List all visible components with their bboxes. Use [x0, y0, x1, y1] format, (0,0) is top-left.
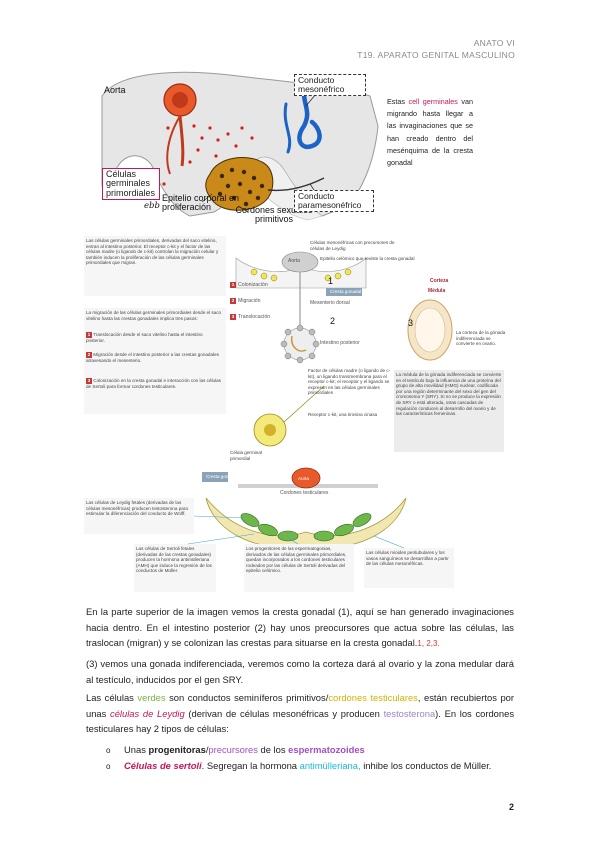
step-2-text: 2 Migración desde el intestino posterior… — [86, 352, 219, 363]
sertoli-caption: Las células de Sertoli fetales (derivada… — [136, 546, 212, 574]
side-note: Estas cell germinales van migrando hasta… — [387, 96, 473, 169]
topic-title: T19. APARATO GENITAL MASCULINO — [357, 50, 515, 60]
migration-diagram: Las células germinales primordiales, der… — [84, 236, 514, 594]
mesonephric-cells-caption: Células mesonéfricas con precursores de … — [310, 240, 395, 251]
hindgut-label: Intestino posterior — [320, 340, 360, 346]
coelomic-epithelium-caption: Epitelio celómico que reviste la cresta … — [320, 256, 415, 261]
testis-cords-label: Cordones testiculares — [280, 490, 329, 496]
germ-cells-label: Células germinales primordiales — [102, 168, 160, 201]
embryo-figure: Aorta Conducto mesonéfrico Células germi… — [98, 66, 380, 228]
step-1-text: 1 Translocación desde el saco vitelino h… — [86, 332, 203, 343]
paragraph-3: Las células verdes son conductos seminíf… — [86, 692, 515, 734]
epithelium-label: Epitelio corporal en proliferación — [162, 193, 240, 213]
sex-cords-label: Cordones sexuales primitivos — [235, 205, 313, 225]
paragraph-2: (3) vemos una gonada indiferenciada, ver… — [86, 658, 514, 685]
side-note-highlight: cell germinales — [408, 97, 458, 106]
cortex-note: La corteza de la gónada indiferenciada s… — [456, 330, 506, 347]
leydig-caption: Las células de Leydig fetales (derivadas… — [86, 500, 188, 517]
marker-1: 1 — [328, 276, 334, 286]
germ-cell-caption: Célula germinal primordial — [230, 450, 262, 461]
paramesonephric-duct-label: Conducto paramesonéfrico — [294, 190, 374, 212]
steps-intro: La migración de las células germinales p… — [86, 310, 222, 321]
aorta-label-2: Aorta — [298, 476, 309, 481]
mesonephric-duct-label: Conducto mesonéfrico — [294, 74, 366, 96]
side-note-pre: Estas — [387, 97, 409, 106]
paragraph-1: En la parte superior de la imagen vemos … — [86, 606, 514, 648]
myoid-caption: Las células mioides peritubulares y los … — [366, 550, 449, 567]
page-number: 2 — [509, 802, 515, 812]
course-label: ANATO VI — [473, 38, 515, 48]
intro-text: Las células germinales primordiales, der… — [86, 238, 219, 266]
marker-2: 2 — [330, 316, 336, 326]
marker-3: 3 — [408, 318, 414, 328]
embryo-drawing — [101, 71, 379, 221]
figure-refs: 1, 2,3. — [417, 639, 440, 648]
side-note-post: van migrando hasta llegar a las invagina… — [387, 97, 473, 168]
aorta-label: Aorta — [104, 85, 126, 95]
medulla-note: La médula de la gónada indiferenciada se… — [396, 372, 502, 417]
gonadal-ridge-tag-2: Cresta gonadal — [206, 474, 238, 479]
migration-diagram-drawing — [84, 236, 504, 592]
progenitors-caption: Los progenitores de las espermatogonias,… — [246, 546, 347, 574]
mesentery-label: Mesenterio dorsal — [310, 300, 350, 306]
stem-factor-caption: Factor de células madre (o ligando de c-… — [308, 368, 391, 396]
author-signature: ebb — [144, 201, 160, 211]
aorta-small-label: Aorta — [288, 258, 300, 264]
step-3-text: 3 Colonización en la cresta gonadal e in… — [86, 378, 221, 389]
cortex-label: Corteza — [430, 278, 449, 284]
medulla-label: Médula — [428, 288, 446, 294]
gonadal-ridge-tag: Cresta gonadal — [330, 289, 362, 294]
ckit-caption: Receptor c-kit, una tirosina cinasa — [308, 412, 378, 417]
